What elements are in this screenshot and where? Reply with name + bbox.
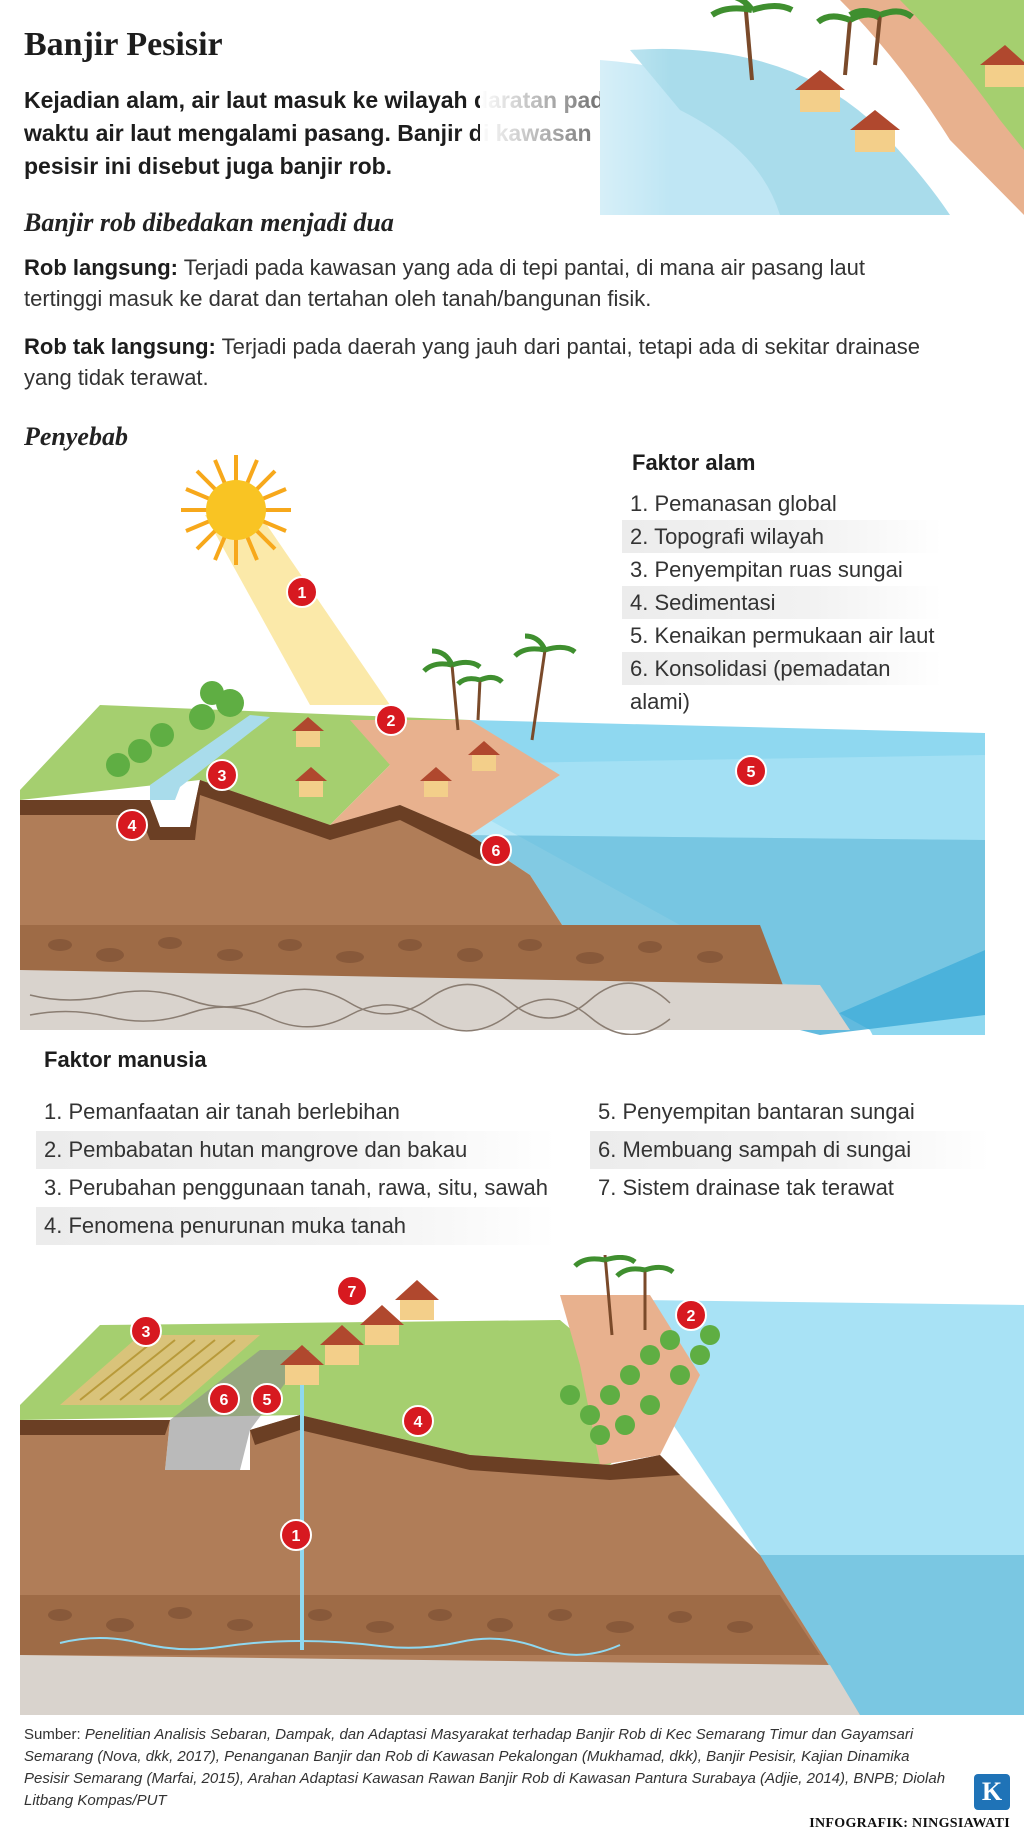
type-direct: Rob langsung: Terjadi pada kawasan yang … <box>24 252 924 314</box>
kompas-logo: K <box>974 1774 1010 1810</box>
svg-text:6: 6 <box>220 1392 229 1409</box>
list-item: 1. Pemanfaatan air tanah berlebihan <box>44 1099 400 1124</box>
list-item: 3. Penyempitan ruas sungai <box>630 557 903 582</box>
human-marker-5: 5 <box>251 1383 283 1415</box>
natural-marker-5: 5 <box>735 755 767 787</box>
svg-text:1: 1 <box>292 1528 301 1545</box>
list-item: 5. Kenaikan permukaan air laut <box>630 623 935 648</box>
causes-heading: Penyebab <box>24 422 128 451</box>
natural-factors-list: 1. Pemanasan global 2. Topografi wilayah… <box>622 487 942 714</box>
human-marker-4: 4 <box>402 1405 434 1437</box>
list-item: 4. Sedimentasi <box>622 586 942 619</box>
type-indirect-text: Terjadi pada daerah yang jauh dari panta… <box>24 334 920 390</box>
type-direct-text: Terjadi pada kawasan yang ada di tepi pa… <box>24 255 865 311</box>
list-item: 2. Topografi wilayah <box>622 520 942 553</box>
list-item: 6. Membuang sampah di sungai <box>590 1131 990 1169</box>
house-icon <box>795 45 1024 152</box>
human-factors-list-right: 5. Penyempitan bantaran sungai 6. Membua… <box>590 1093 990 1207</box>
types-heading: Banjir rob dibedakan menjadi dua <box>24 208 394 237</box>
type-direct-label: Rob langsung: <box>24 255 178 280</box>
type-indirect: Rob tak langsung: Terjadi pada daerah ya… <box>24 331 924 393</box>
house-icon <box>280 1280 439 1385</box>
page-title: Banjir Pesisir <box>24 26 223 63</box>
svg-text:3: 3 <box>142 1324 151 1341</box>
human-factors-list-left: 1. Pemanfaatan air tanah berlebihan 2. P… <box>36 1093 556 1245</box>
river <box>150 715 270 800</box>
list-item: 1. Pemanasan global <box>630 491 837 516</box>
natural-factors-title: Faktor alam <box>632 450 756 475</box>
infographic-credit: INFOGRAFIK: NINGSIAWATI <box>809 1816 1010 1831</box>
list-item: 4. Fenomena penurunan muka tanah <box>36 1207 556 1245</box>
bedrock-layer <box>20 1655 860 1715</box>
mangrove-icon <box>560 1325 720 1445</box>
source-text: Penelitian Analisis Sebaran, Dampak, dan… <box>24 1726 946 1809</box>
source-label: Sumber: <box>24 1726 81 1743</box>
list-item: 2. Pembabatan hutan mangrove dan bakau <box>36 1131 556 1169</box>
svg-text:1: 1 <box>298 585 307 602</box>
drainage-canal <box>165 1350 310 1470</box>
rice-field <box>60 1335 260 1405</box>
human-marker-3: 3 <box>130 1315 162 1347</box>
source-citation: Sumber: Penelitian Analisis Sebaran, Dam… <box>24 1724 954 1812</box>
svg-text:2: 2 <box>387 713 396 730</box>
human-marker-1: 1 <box>280 1519 312 1551</box>
house-icon <box>292 717 500 797</box>
list-item: 3. Perubahan penggunaan tanah, rawa, sit… <box>44 1175 548 1200</box>
sun-beam <box>205 515 390 705</box>
human-factors-illustration: 1 2 3 4 5 6 7 <box>20 1255 1024 1715</box>
list-item: 7. Sistem drainase tak terawat <box>598 1175 894 1200</box>
natural-factors-illustration: 1 2 3 4 5 6 <box>20 455 985 1035</box>
coastal-illustration <box>480 0 1024 215</box>
palm-tree-icon <box>573 1255 675 1336</box>
svg-text:3: 3 <box>218 768 227 785</box>
human-marker-2: 2 <box>675 1299 707 1331</box>
svg-text:6: 6 <box>492 843 501 860</box>
natural-marker-1: 1 <box>286 576 318 608</box>
svg-text:5: 5 <box>263 1392 272 1409</box>
sun-icon <box>181 455 291 565</box>
svg-text:4: 4 <box>414 1414 423 1431</box>
land-surface <box>20 705 470 825</box>
natural-marker-6: 6 <box>480 834 512 866</box>
tree-icon <box>106 681 244 777</box>
natural-marker-4: 4 <box>116 809 148 841</box>
human-marker-6: 6 <box>208 1383 240 1415</box>
human-factors-title: Faktor manusia <box>44 1047 207 1072</box>
palm-tree-icon <box>710 0 794 81</box>
palm-tree-icon <box>422 633 577 741</box>
svg-text:7: 7 <box>348 1284 357 1301</box>
list-item: 5. Penyempitan bantaran sungai <box>598 1099 915 1124</box>
natural-marker-3: 3 <box>206 759 238 791</box>
list-item: 6. Konsolidasi (pemadatan alami) <box>622 652 942 714</box>
palm-tree-icon <box>816 8 914 76</box>
natural-marker-2: 2 <box>375 704 407 736</box>
type-indirect-label: Rob tak langsung: <box>24 334 216 359</box>
human-marker-7: 7 <box>336 1275 368 1307</box>
svg-text:5: 5 <box>747 764 756 781</box>
svg-text:2: 2 <box>687 1308 696 1325</box>
svg-text:4: 4 <box>128 818 137 835</box>
